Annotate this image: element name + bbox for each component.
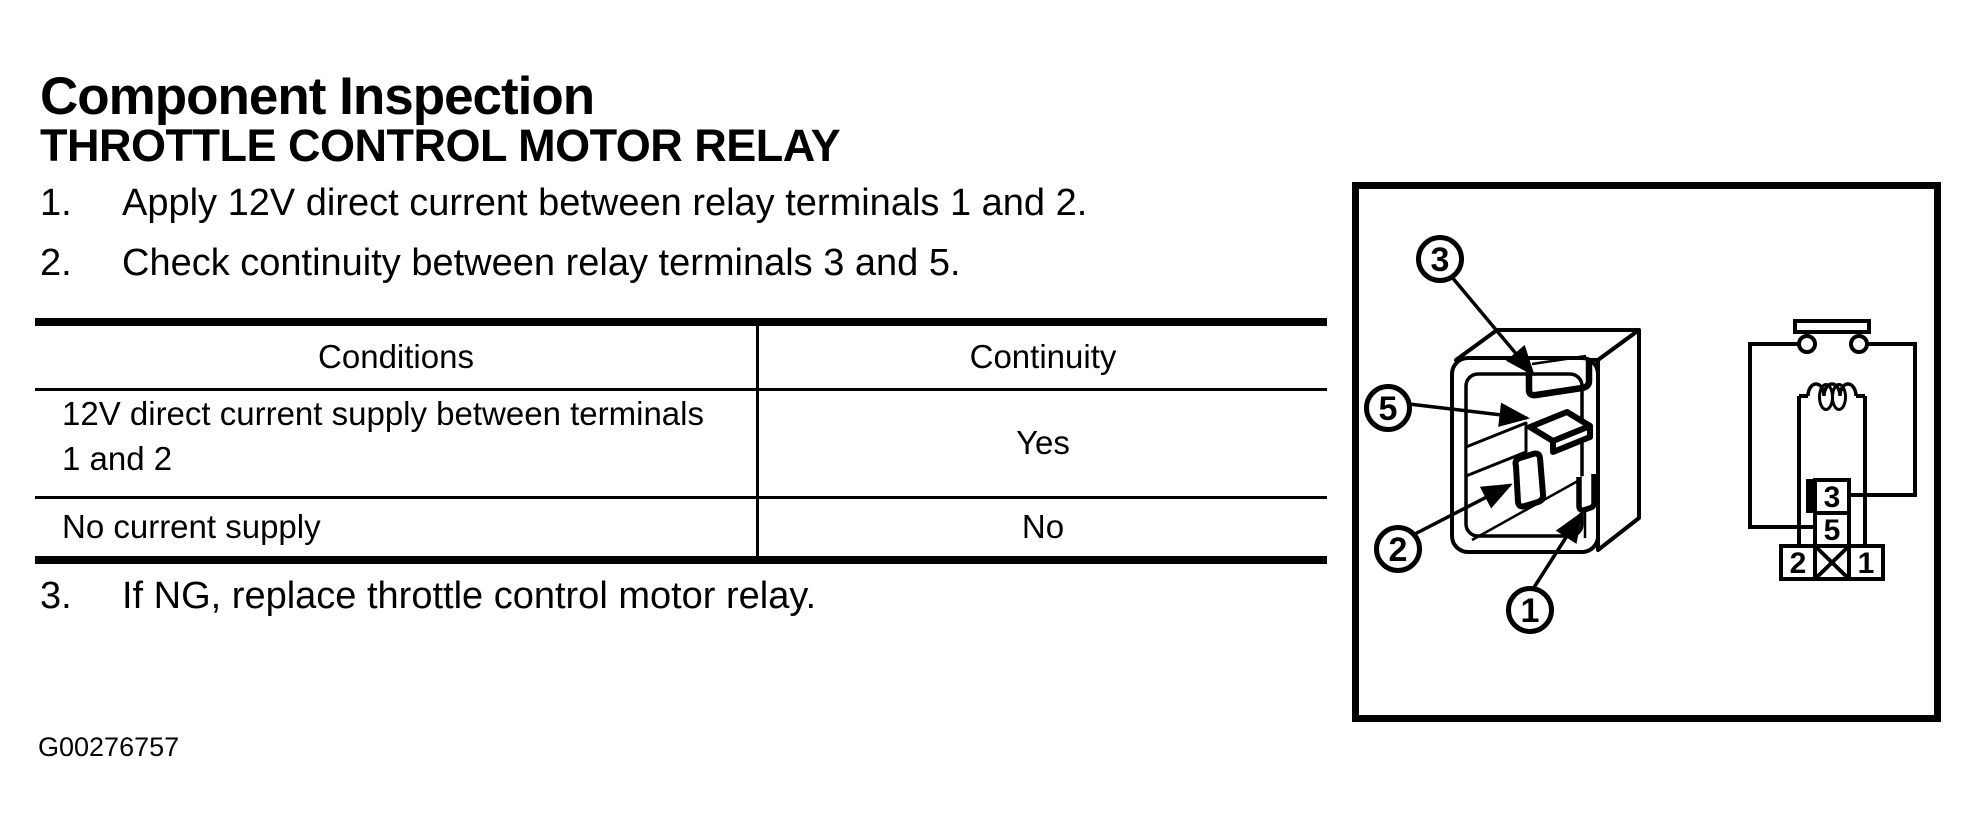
leader-line-1 (1531, 511, 1583, 590)
terminal-blade-2 (1512, 450, 1547, 510)
callout-circle-1 (1506, 586, 1554, 634)
callout-label-1: 1 (1521, 592, 1540, 630)
leader-line-2 (1410, 483, 1513, 538)
pin-x-diagonal-2 (1813, 544, 1851, 581)
callout-label-5: 5 (1379, 390, 1398, 428)
leader-line-3 (1449, 274, 1535, 377)
callout-circle-2 (1374, 525, 1422, 573)
coil-humps (1806, 382, 1858, 397)
pin-key-mark (1806, 479, 1816, 513)
schematic-wires (1748, 342, 1917, 548)
table-cell-condition-row1-line1: 12V direct current supply between termin… (62, 395, 704, 432)
page-title: Component Inspection (40, 67, 595, 126)
pin-label-2: 2 (1790, 547, 1807, 580)
procedure-step-3: 3. If NG, replace throttle control motor … (40, 574, 816, 620)
table-column-divider (756, 318, 759, 564)
callout-label-3: 3 (1431, 241, 1450, 279)
procedure-step-2: 2. Check continuity between relay termina… (40, 241, 961, 287)
terminal-blade-3 (1525, 360, 1593, 399)
contact-left (1797, 334, 1817, 354)
wire-terminal-3-loop (1849, 342, 1917, 497)
pin-label-3: 3 (1824, 481, 1841, 514)
callouts: 3 5 2 1 (1364, 235, 1554, 634)
step-text: Check continuity between relay terminals… (122, 242, 961, 284)
leader-line-5 (1408, 402, 1531, 427)
socket-ledge (1464, 421, 1528, 478)
callout-leaders (1408, 274, 1583, 590)
table-cell-condition-row2: No current supply (62, 508, 321, 545)
table-row-divider (35, 496, 1327, 499)
step-number: 2. (40, 242, 72, 284)
table-header-conditions: Conditions (318, 338, 474, 375)
pin-label-1: 1 (1858, 547, 1875, 580)
relay-figure: 3 5 2 1 (1352, 182, 1941, 722)
switch-bar (1793, 319, 1871, 334)
pin-box-3 (1813, 478, 1851, 515)
table-header-continuity: Continuity (969, 338, 1117, 375)
figure-id-label: G00276757 (38, 732, 180, 762)
contact-right (1849, 334, 1869, 354)
coil-loop-2 (1831, 383, 1847, 411)
pin-label-5: 5 (1824, 514, 1841, 547)
terminal-blade-3-edge (1531, 354, 1587, 366)
table-cell-continuity-row1: Yes (1016, 424, 1070, 461)
terminal-blade-5-front (1550, 423, 1593, 455)
wire-terminal-5-loop (1748, 342, 1817, 529)
terminal-blade-1 (1576, 474, 1597, 513)
step-text: Apply 12V direct current between relay t… (122, 182, 1088, 224)
table-cell-condition-row1-line2: 1 and 2 (62, 440, 173, 477)
callout-label-2: 2 (1389, 531, 1408, 569)
connector-right-face (1596, 328, 1641, 552)
table-bottom-border (35, 556, 1327, 564)
procedure-step-1: 1. Apply 12V direct current between relay… (40, 181, 1087, 227)
relay-connector-drawing (1450, 328, 1641, 554)
table-top-border (35, 318, 1327, 326)
table-header-underline (35, 388, 1327, 391)
table-cell-continuity-row2: No (1021, 508, 1065, 545)
callout-circle-5 (1364, 384, 1412, 432)
step-number: 3. (40, 575, 72, 617)
relay-schematic: 3 5 2 1 (1748, 319, 1917, 581)
pin-box-1 (1847, 544, 1885, 581)
step-number: 1. (40, 182, 72, 224)
page-subtitle: THROTTLE CONTROL MOTOR RELAY (40, 120, 841, 171)
pin-labels: 3 5 2 1 (1790, 481, 1875, 580)
socket-floor-edge (1471, 475, 1586, 542)
callout-circle-3 (1416, 235, 1464, 283)
step-text: If NG, replace throttle control motor re… (122, 575, 817, 617)
